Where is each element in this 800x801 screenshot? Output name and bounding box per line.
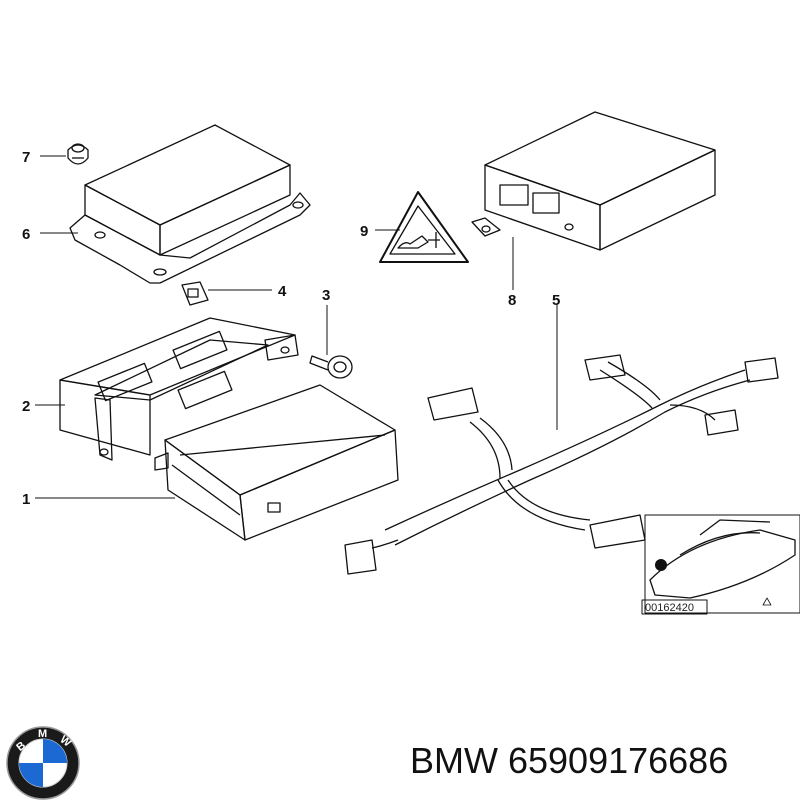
svg-text:M: M [38, 728, 47, 740]
part-number: BMW 65909176686 [410, 740, 729, 781]
module-box-6 [69, 124, 311, 284]
callout-1: 1 [22, 491, 30, 508]
bmw-logo: B M W [6, 726, 80, 800]
wiring-harness-5 [344, 354, 779, 575]
control-unit-8 [471, 111, 716, 251]
callout-4: 4 [278, 283, 287, 300]
callout-5: 5 [552, 292, 560, 309]
callout-7: 7 [22, 149, 30, 166]
location-marker [655, 559, 667, 571]
inset-reference-code: 00162420 [645, 602, 694, 614]
clip-4 [181, 281, 209, 306]
callout-2: 2 [22, 398, 30, 415]
callout-3: 3 [322, 287, 330, 304]
nut-7 [67, 143, 89, 165]
warning-label-9 [379, 191, 469, 263]
receiver-unit-1 [154, 384, 399, 541]
callout-9: 9 [360, 223, 368, 240]
callout-6: 6 [22, 226, 30, 243]
screw-3 [309, 355, 353, 379]
leader-lines [35, 155, 558, 499]
vehicle-location-inset [641, 514, 800, 615]
bracket-2 [59, 317, 299, 461]
callout-8: 8 [508, 292, 516, 309]
